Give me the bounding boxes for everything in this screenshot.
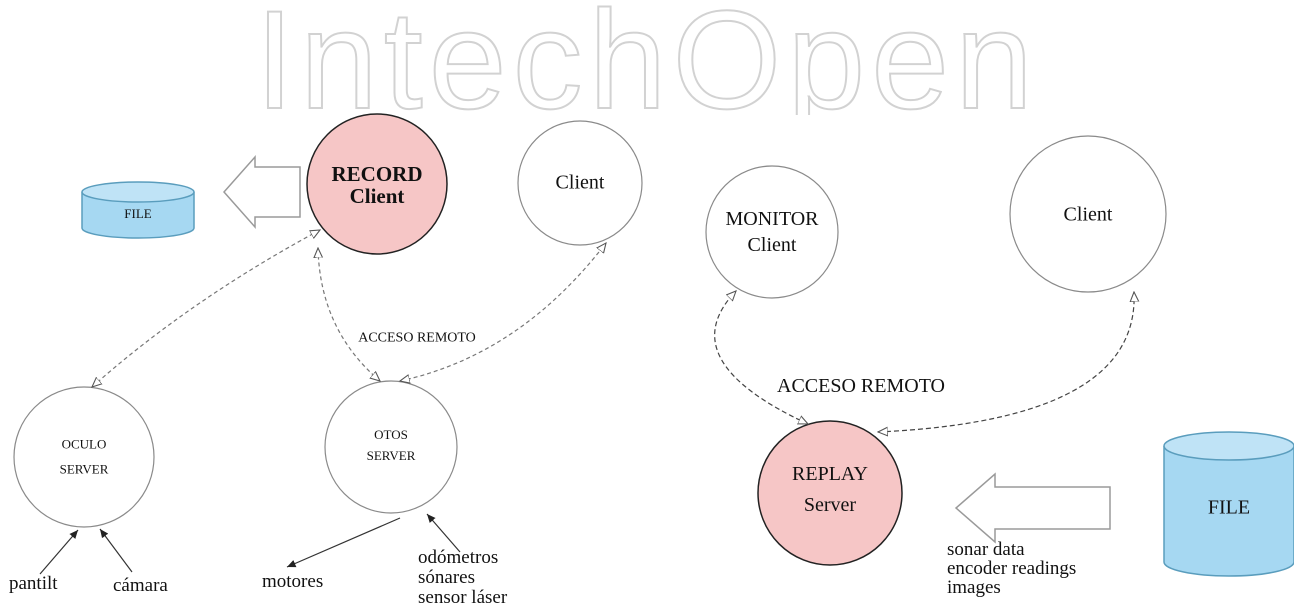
- oculo-record-link: [92, 230, 320, 387]
- record-label-line1: RECORD: [331, 161, 423, 186]
- monitor-client-label: MONITOR Client: [726, 206, 819, 258]
- record-to-file-arrow: [222, 155, 301, 229]
- replay-server-node: [757, 420, 903, 566]
- otos-server-node: [324, 380, 458, 514]
- client-label-left: Client: [555, 171, 605, 194]
- otos-record-link: [318, 248, 380, 381]
- monitor-label-line2: Client: [747, 234, 797, 256]
- record-label-line2: Client: [349, 184, 405, 208]
- replay-server-label: REPLAY Server: [792, 459, 868, 521]
- motores-arrow: [286, 517, 401, 568]
- replay-monitor-link: [714, 291, 808, 424]
- replay-data-list: sonar data encoder readings images: [947, 540, 1076, 597]
- monitor-label-line1: MONITOR: [725, 208, 819, 230]
- oculo-label-line1: OCULO: [61, 436, 107, 452]
- record-client-label: RECORD Client: [331, 163, 422, 207]
- sensors-arrow: [426, 513, 461, 553]
- client-label-right: Client: [1063, 203, 1113, 226]
- oculo-label-line2: SERVER: [59, 461, 109, 476]
- file-to-replay-arrow: [954, 472, 1111, 544]
- pantilt-arrow: [39, 529, 79, 575]
- sensor-laser: sensor láser: [418, 587, 508, 608]
- file-label-left: FILE: [124, 206, 152, 222]
- otos-label-line1: OTOS: [374, 427, 408, 443]
- replay-label-line1: REPLAY: [792, 463, 868, 485]
- camara-arrow: [99, 528, 133, 573]
- pantilt-label: pantilt: [9, 573, 58, 594]
- sensor-sonares: sónares: [418, 567, 475, 588]
- file-storage-right: [1163, 431, 1294, 577]
- acceso-remoto-right: ACCESO REMOTO: [777, 375, 945, 397]
- data-item-images: images: [947, 577, 1001, 598]
- otos-client-link: [400, 243, 606, 381]
- data-item-encoder: encoder readings: [947, 558, 1077, 579]
- oculo-server-label: OCULO SERVER: [60, 432, 109, 481]
- acceso-remoto-left: ACCESO REMOTO: [358, 330, 476, 346]
- file-label-right: FILE: [1207, 496, 1251, 519]
- sensors-list: odómetros sónares sensor láser: [418, 548, 507, 608]
- replay-label-line2: Server: [803, 494, 857, 516]
- intechopen-watermark: IntechOpen: [254, 0, 1039, 115]
- oculo-server-node: [13, 386, 155, 528]
- sensor-odometros: odómetros: [418, 547, 499, 568]
- motores-label: motores: [262, 571, 324, 592]
- otos-server-label: OTOS SERVER: [367, 425, 416, 467]
- data-item-sonar: sonar data: [947, 539, 1025, 560]
- camara-label: cámara: [113, 575, 168, 596]
- otos-label-line2: SERVER: [366, 448, 416, 463]
- watermark-text: IntechOpen: [255, 0, 1039, 115]
- replay-client-link: [878, 292, 1134, 432]
